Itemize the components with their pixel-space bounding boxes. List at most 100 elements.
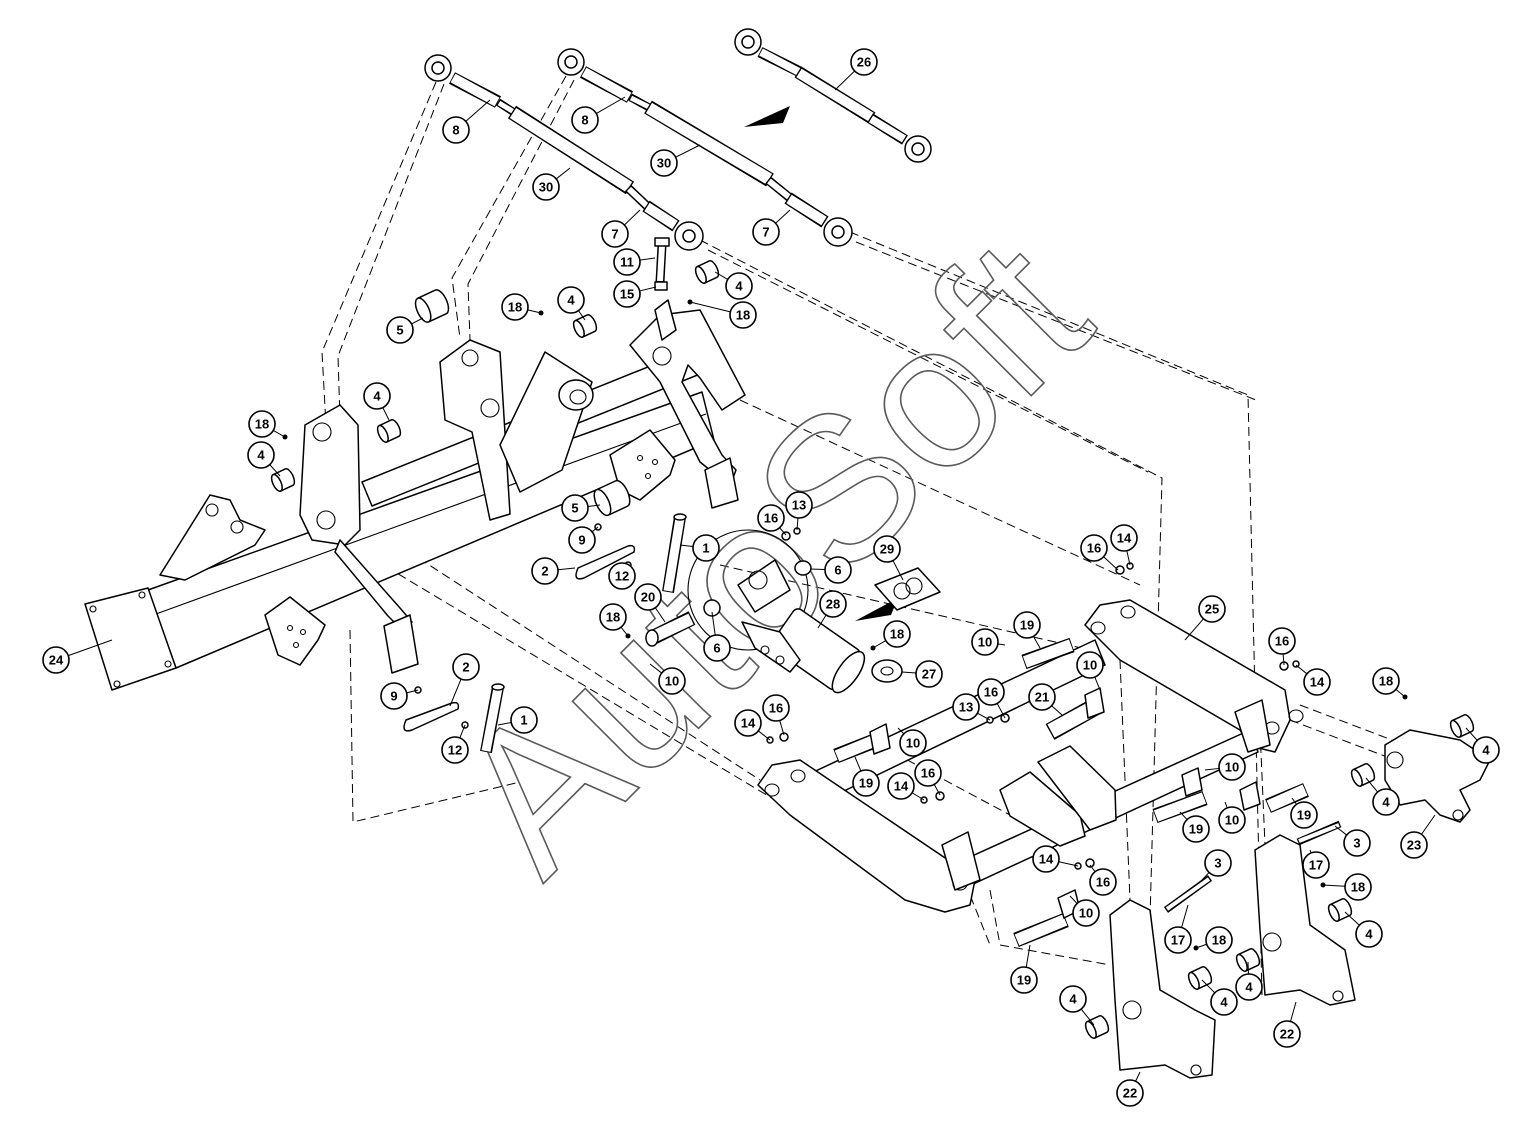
callout-circle [1372,788,1400,816]
bushing-icon [572,314,598,338]
callout-circle [1218,753,1246,781]
callout-circle [441,736,469,764]
bushing-icon [1350,763,1376,787]
retaining-clip [403,701,460,732]
leader-line [1080,1008,1095,1026]
callout-number: 24 [49,653,64,668]
callout-number: 18 [1379,674,1393,689]
pin-tab [869,723,891,755]
callout-part-1: 1 [497,706,538,734]
callout-part-8: 8 [571,96,626,134]
callout-circle [442,116,470,144]
callout-number: 18 [508,300,522,315]
callout-part-4: 4 [1235,961,1263,1001]
tie-rod-complete [734,28,932,163]
hitch-plate [264,596,326,666]
leader-line [901,671,917,674]
tie-rod-assembly-right [557,48,853,247]
callout-part-19: 19 [1013,611,1041,649]
callout-circle [599,603,627,631]
leader-line [639,257,656,261]
callout-part-14: 14 [1032,845,1079,873]
callout-circle [952,693,980,721]
callout-number: 29 [880,542,894,557]
callout-circle [1182,815,1210,843]
leader-line [1103,556,1119,571]
center-components [403,237,941,754]
leader-line [679,544,694,548]
leader-line [996,703,1006,719]
callout-circle [1072,899,1100,927]
callout-part-29: 29 [873,535,904,581]
callout-number: 19 [1017,973,1031,988]
callout-part-16: 16 [1080,534,1119,571]
callout-number: 10 [665,674,679,689]
leader-line [1282,653,1285,666]
callout-number: 8 [452,123,459,138]
leader-line [1224,801,1228,809]
hydraulic-cylinder [770,608,866,694]
callout-part-16: 16 [757,504,787,536]
callout-part-10: 10 [1076,651,1104,691]
leader-line [620,626,629,637]
callout-circle [608,562,636,590]
callout-part-4: 4 [1344,911,1383,948]
callout-circle [971,628,999,656]
lower-frame-plate [999,771,1086,847]
callout-part-9: 9 [568,526,599,554]
callout-part-2: 2 [531,557,576,585]
callout-number: 18 [736,308,750,323]
callout-circle [634,583,662,611]
right-lift-arm [629,309,746,487]
callout-number: 4 [373,389,381,404]
callout-circle [613,280,641,308]
callout-number: 27 [922,667,936,682]
leader-line [555,167,571,180]
callout-part-6: 6 [703,611,731,662]
callout-part-22: 22 [1116,1071,1144,1107]
leader-line [872,640,887,649]
leader-line [497,721,512,726]
gasket-plate [874,567,941,611]
callout-number: 4 [1482,743,1490,758]
pins [833,637,1342,947]
bushing-icon [1084,1015,1110,1039]
callout-number: 14 [1039,852,1054,867]
callout-circle [734,709,762,737]
leader-line [892,560,904,581]
leader-line [1465,727,1478,741]
leader-line [1126,550,1131,566]
leader-line [1334,825,1348,836]
callout-number: 2 [462,660,469,675]
callout-number: 9 [390,689,397,704]
callout-part-26: 26 [834,48,878,91]
callout-number: 19 [1020,618,1034,633]
leader-line [654,607,666,623]
callout-circle [1343,829,1371,857]
bushing-icon [1327,898,1353,922]
callout-circle [1290,801,1318,829]
callout-number: 16 [1087,541,1101,556]
callout-circle [703,634,731,662]
callout-circle [1205,926,1233,954]
callout-circle [42,646,70,674]
leader-line [711,611,716,636]
leader-line [1032,636,1041,649]
callout-part-3: 3 [1334,825,1371,857]
callout-circle [1010,966,1038,994]
callout-circle [915,660,943,688]
callout-part-16: 16 [1089,864,1117,896]
callout-number: 5 [571,501,578,516]
callout-circle [601,220,629,248]
callout-number: 22 [1280,1027,1294,1042]
leader-line [809,568,826,571]
leader-line [1395,688,1406,698]
callout-part-25: 25 [1184,595,1226,641]
leader-line [624,209,641,226]
leader-line [675,144,701,158]
callout-number: 14 [1310,675,1325,690]
callout-part-12: 12 [441,724,469,764]
callout-part-7: 7 [601,209,641,248]
callout-circle [380,682,408,710]
